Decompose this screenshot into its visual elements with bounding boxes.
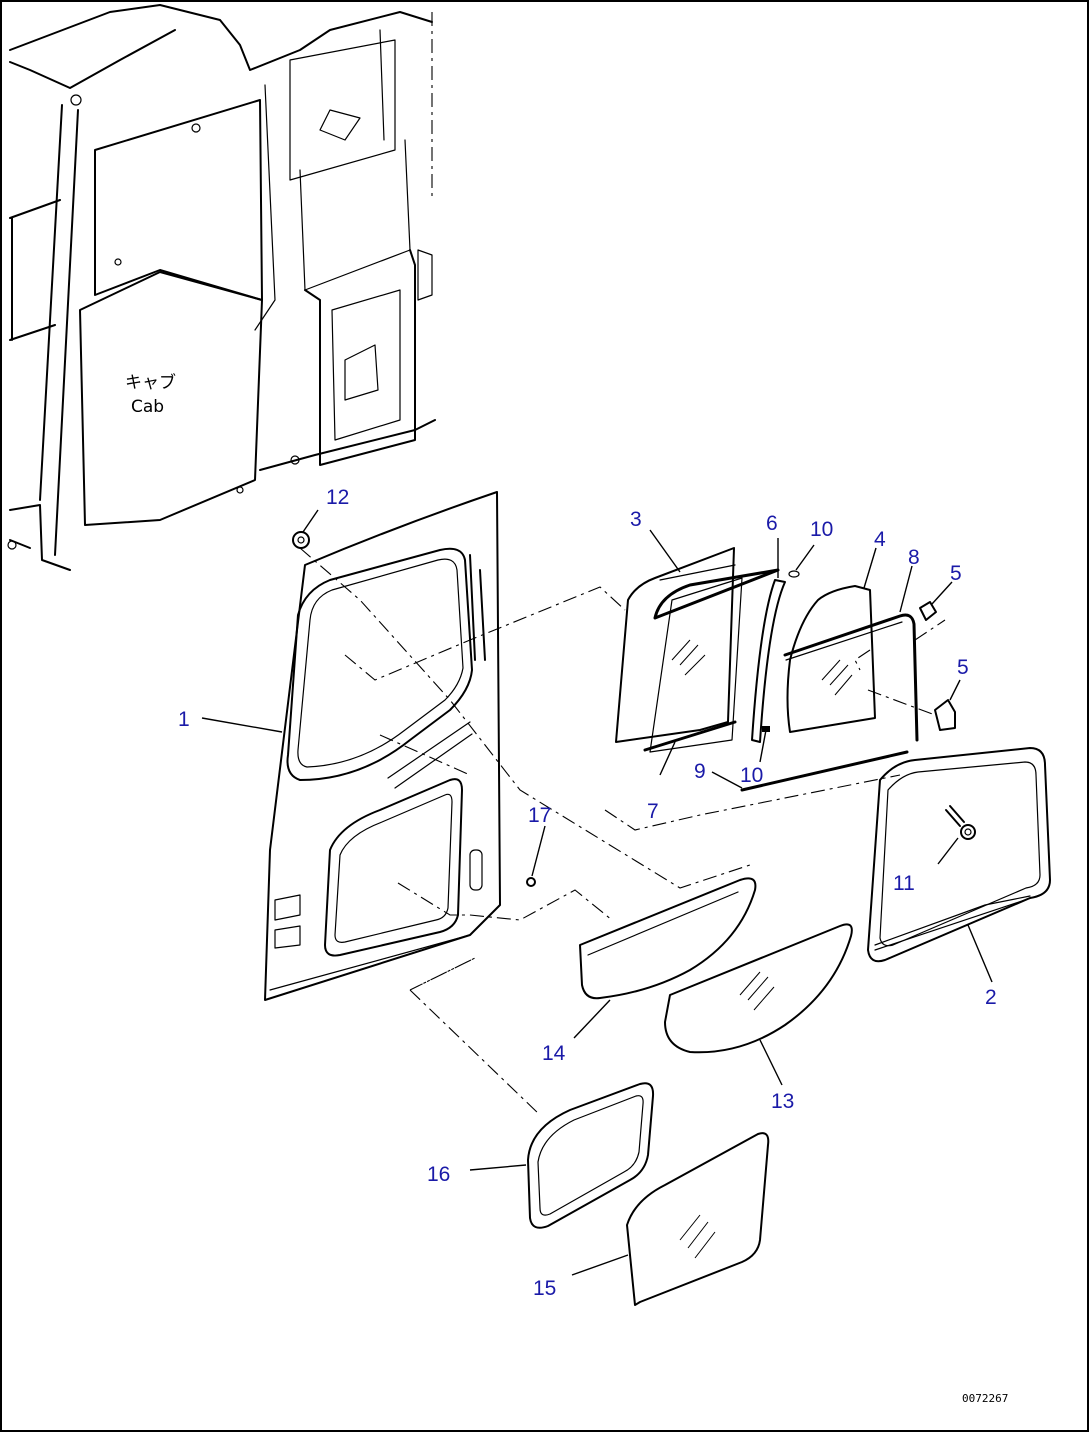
callout-part-12: 12 bbox=[326, 486, 349, 509]
item-6-strip bbox=[751, 579, 786, 743]
item-17-plug bbox=[526, 877, 536, 887]
callout-part-10a: 10 bbox=[810, 518, 833, 541]
callout-part-5a: 5 bbox=[950, 562, 962, 585]
drawing-code: 0072267 bbox=[962, 1392, 1008, 1405]
callout-part-15: 15 bbox=[533, 1277, 556, 1300]
callout-part-10b: 10 bbox=[740, 764, 763, 787]
item-4-glass bbox=[786, 585, 876, 733]
item-7-strip bbox=[643, 720, 737, 752]
callout-part-17: 17 bbox=[528, 804, 551, 827]
callout-part-9: 9 bbox=[694, 760, 706, 783]
cab-outline: キャブ Cab bbox=[7, 4, 436, 571]
callout-part-2: 2 bbox=[985, 986, 997, 1009]
callout-part-1: 1 bbox=[178, 708, 190, 731]
item-9-strip bbox=[740, 750, 909, 792]
callout-part-8: 8 bbox=[908, 546, 920, 569]
callout-labels: 1 2 3 4 5 5 6 7 8 9 10 10 11 12 13 14 15… bbox=[178, 486, 997, 1300]
cab-label-en: Cab bbox=[131, 397, 164, 417]
callout-part-6: 6 bbox=[766, 512, 778, 535]
item-5-clips bbox=[919, 601, 956, 731]
callout-part-3: 3 bbox=[630, 508, 642, 531]
item-3-glass bbox=[615, 547, 780, 753]
callout-part-5b: 5 bbox=[957, 656, 969, 679]
callout-part-16: 16 bbox=[427, 1163, 450, 1186]
item-10-spacers bbox=[762, 570, 800, 732]
callout-part-7: 7 bbox=[647, 800, 659, 823]
assembly-lines bbox=[299, 547, 946, 1116]
item-16-seal bbox=[527, 1082, 655, 1229]
callout-part-11: 11 bbox=[893, 872, 915, 895]
callout-part-4: 4 bbox=[874, 528, 886, 551]
callout-part-14: 14 bbox=[542, 1042, 566, 1065]
item-12-grommet bbox=[292, 531, 310, 549]
cab-label-jp: キャブ bbox=[125, 372, 176, 393]
item-15-glass bbox=[626, 1132, 770, 1306]
item-2-window bbox=[867, 747, 1051, 963]
item-11-screw bbox=[945, 805, 976, 840]
door-panel bbox=[264, 491, 501, 1001]
leader-lines bbox=[201, 509, 993, 1276]
item-8-frame bbox=[783, 613, 919, 742]
item-13-glass bbox=[664, 923, 853, 1054]
callout-part-13: 13 bbox=[771, 1090, 794, 1113]
item-14-glass bbox=[579, 877, 757, 1000]
